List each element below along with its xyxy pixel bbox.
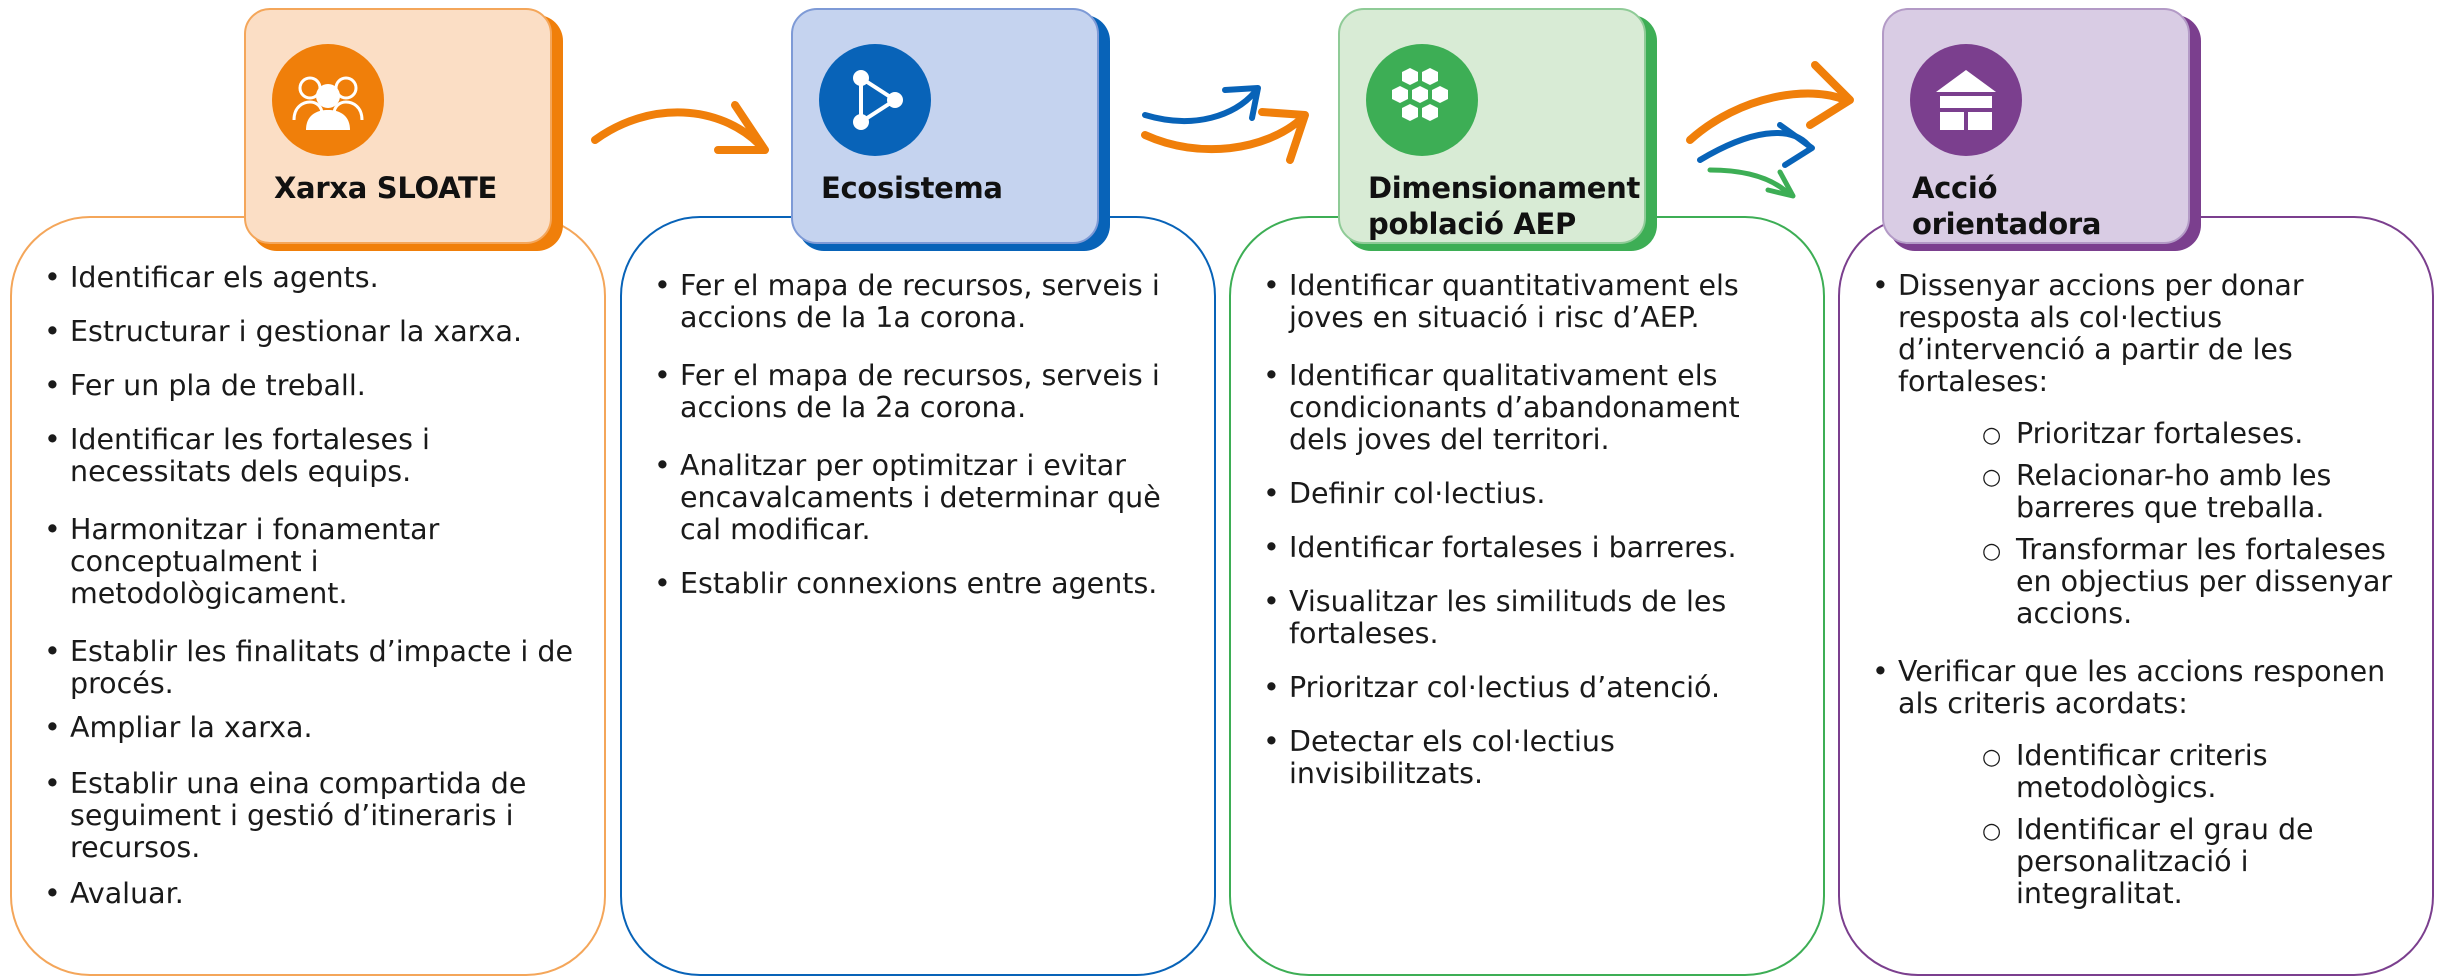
- column-list: Dissenyar accions per donar resposta als…: [1872, 270, 2417, 910]
- arrow-1: [591, 101, 769, 154]
- list-item: Establir connexions entre agents.: [654, 568, 1194, 601]
- house-icon: [1910, 44, 2022, 156]
- list-item: Visualitzar les similituds de les fortal…: [1263, 586, 1803, 650]
- column-header: Xarxa SLOATE: [244, 8, 552, 244]
- sub-list-item: Identificar el grau de personalització i…: [1982, 814, 2417, 910]
- list-item: Fer el mapa de recursos, serveis i accio…: [654, 360, 1194, 424]
- list-item: Harmonitzar i fonamentar conceptualment …: [44, 514, 584, 610]
- column-list: Fer el mapa de recursos, serveis i accio…: [654, 270, 1194, 601]
- column-title: Acció orientadora: [1912, 171, 2102, 241]
- column-header: Acció orientadora: [1882, 8, 2190, 244]
- list-item: Ampliar la xarxa.: [44, 712, 584, 745]
- list-item: Verificar que les accions responen als c…: [1872, 656, 2417, 910]
- sub-list-item: Prioritzar fortaleses.: [1982, 418, 2417, 453]
- arrow-2: [1141, 85, 1309, 164]
- list-item-text: Verificar que les accions responen als c…: [1898, 655, 2386, 720]
- sub-list-item: Transformar les fortaleses en objectius …: [1982, 534, 2417, 630]
- column-title: Ecosistema: [821, 171, 1003, 205]
- people-group-icon: [272, 44, 384, 156]
- list-item: Identificar fortaleses i barreres.: [1263, 532, 1803, 565]
- list-item: Estructurar i gestionar la xarxa.: [44, 316, 584, 349]
- list-item: Identificar els agents.: [44, 262, 584, 295]
- column-header: Ecosistema: [791, 8, 1099, 244]
- column-list: Identificar els agents. Estructurar i ge…: [44, 262, 584, 911]
- list-item: Avaluar.: [44, 878, 584, 911]
- list-item: Identificar quantitativament els joves e…: [1263, 270, 1803, 334]
- column-title: Xarxa SLOATE: [274, 171, 497, 205]
- list-item-text: Dissenyar accions per donar resposta als…: [1898, 269, 2304, 398]
- hexagon-cluster-icon: [1366, 44, 1478, 156]
- arrow-3: [1686, 61, 1854, 199]
- list-item: Fer un pla de treball.: [44, 370, 584, 403]
- sub-list: Identificar criteris metodològics. Ident…: [1872, 740, 2417, 910]
- sub-list-item: Relacionar-ho amb les barreres que treba…: [1982, 460, 2417, 524]
- list-item: Prioritzar col·lectius d’atenció.: [1263, 672, 1803, 705]
- column-title: Dimensionament població AEP: [1368, 171, 1641, 241]
- list-item: Identificar les fortaleses i necessitats…: [44, 424, 584, 488]
- sub-list-item: Identificar criteris metodològics.: [1982, 740, 2417, 804]
- network-nodes-icon: [819, 44, 931, 156]
- column-list: Identificar quantitativament els joves e…: [1263, 270, 1803, 790]
- sub-list: Prioritzar fortaleses. Relacionar-ho amb…: [1872, 418, 2417, 630]
- column-header: Dimensionament població AEP: [1338, 8, 1646, 244]
- list-item: Establir les finalitats d’impacte i de p…: [44, 636, 584, 700]
- list-item: Identificar qualitativament els condicio…: [1263, 360, 1803, 456]
- list-item: Fer el mapa de recursos, serveis i accio…: [654, 270, 1194, 334]
- list-item: Establir una eina compartida de seguimen…: [44, 768, 584, 864]
- list-item: Analitzar per optimitzar i evitar encava…: [654, 450, 1194, 546]
- list-item: Detectar els col·lectius invisibilitzats…: [1263, 726, 1803, 790]
- list-item: Dissenyar accions per donar resposta als…: [1872, 270, 2417, 630]
- list-item: Definir col·lectius.: [1263, 478, 1803, 511]
